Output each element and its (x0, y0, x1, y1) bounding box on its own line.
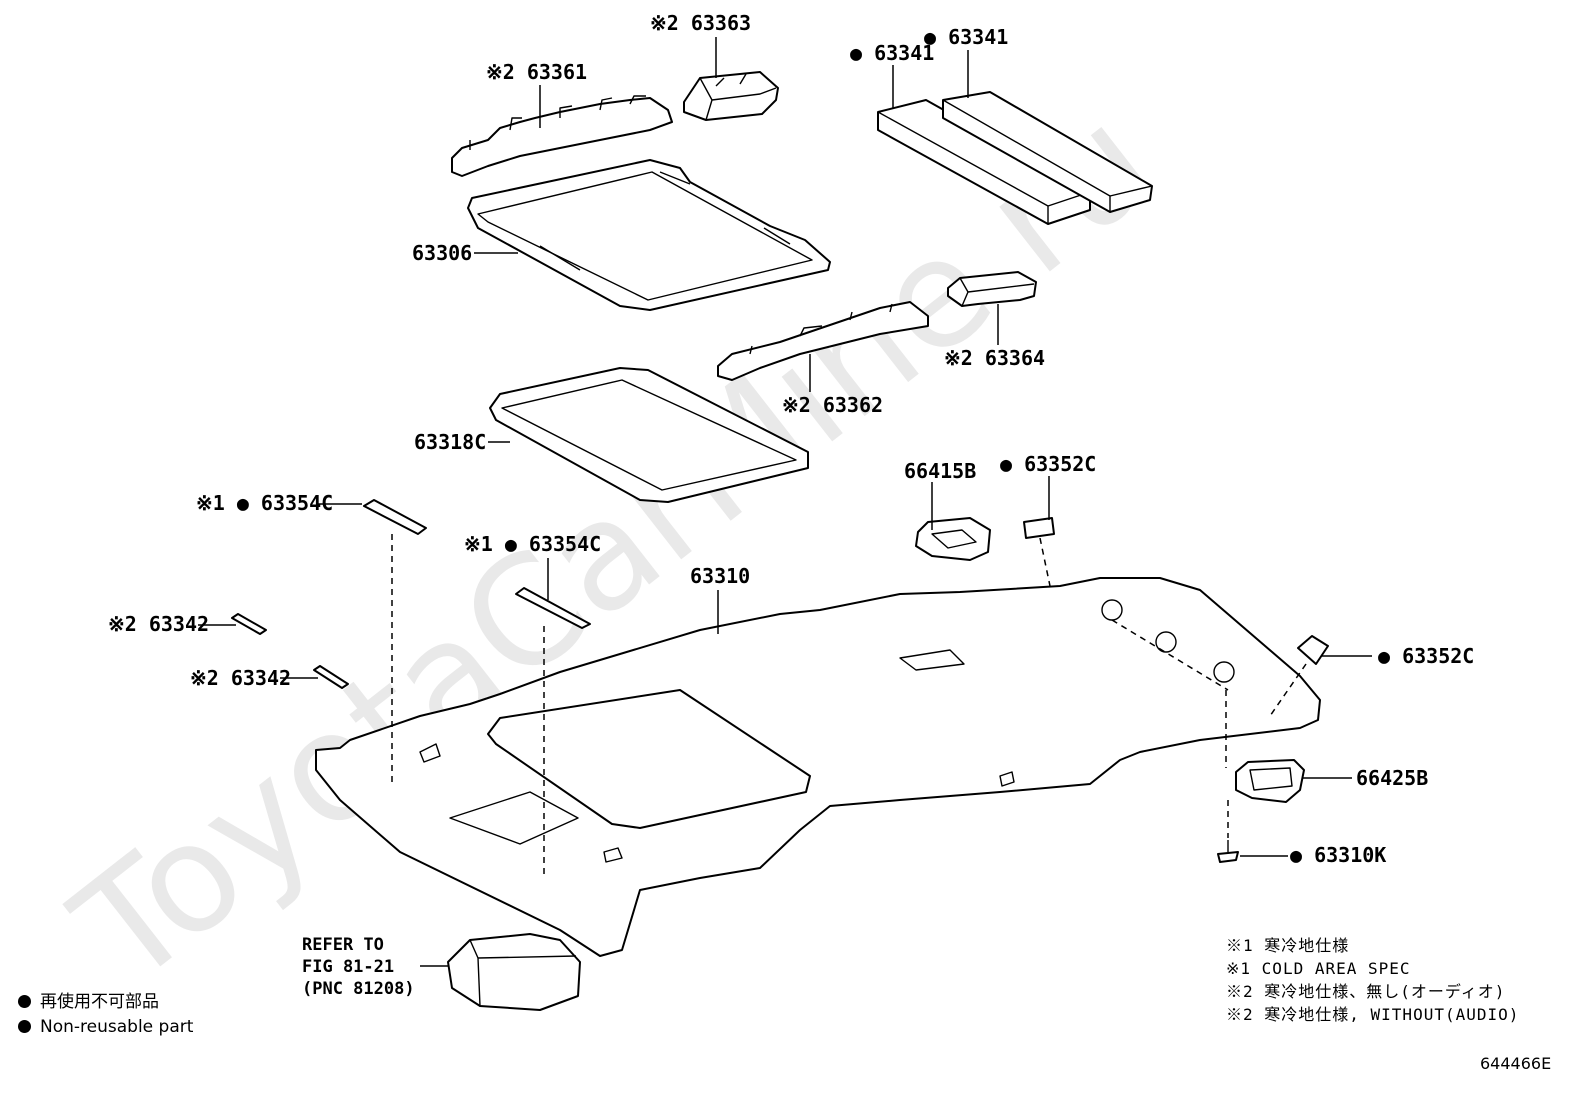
refer-line-2: FIG 81-21 (302, 957, 394, 977)
part-63361-bracket (451, 95, 673, 177)
part-63364-bracket (947, 271, 1037, 307)
label-63318c: 63318C (414, 430, 486, 454)
bullet-icon (18, 995, 31, 1008)
note-line: ※1 寒冷地仕様 (1226, 936, 1350, 955)
figure-id: 644466E (1480, 1054, 1552, 1073)
part-63352c-pad-top (1023, 517, 1055, 539)
label-63361: ※2 63361 (486, 60, 587, 84)
legend-en-text: Non-reusable part (40, 1017, 194, 1037)
label-63310k: ● 63310K (1290, 843, 1386, 867)
refer-line-1: REFER TO (302, 935, 384, 955)
legend-row-en: Non-reusable part (18, 1015, 193, 1040)
label-66415b: 66415B (904, 459, 976, 483)
label-63342-a: ※2 63342 (108, 612, 209, 636)
label-66425b: 66425B (1356, 766, 1428, 790)
label-63306: 63306 (412, 241, 472, 265)
part-63306-sunshade-frame (467, 159, 831, 311)
part-63362-bracket (717, 301, 929, 381)
part-63342-strip-a (231, 613, 267, 635)
leader-lines (198, 37, 1372, 967)
part-63318c-weatherstrip (489, 367, 809, 503)
label-63341-a: ● 63341 (850, 41, 934, 65)
label-63364: ※2 63364 (944, 346, 1045, 370)
label-63341-b: ● 63341 (924, 25, 1008, 49)
part-63310-headliner (315, 577, 1321, 957)
legend-jp-text: 再使用不可部品 (40, 992, 159, 1012)
part-63352c-pad-right (1297, 635, 1329, 665)
label-63354c-mid: ※1 ● 63354C (464, 532, 601, 556)
part-66425b-lamp (1235, 759, 1305, 803)
part-63354c-strip-mid (515, 587, 591, 629)
label-63363: ※2 63363 (650, 11, 751, 35)
label-63352c-top: ● 63352C (1000, 452, 1096, 476)
part-63342-strip-b (313, 665, 349, 689)
part-66415b-lamp (915, 517, 991, 561)
part-63310k-clip (1217, 840, 1239, 863)
note-line: ※1 COLD AREA SPEC (1226, 959, 1411, 978)
part-63363-block (683, 71, 779, 121)
label-63342-b: ※2 63342 (190, 666, 291, 690)
part-map-lamp-reference (447, 933, 581, 1011)
refer-line-3: (PNC 81208) (302, 979, 415, 999)
bullet-icon (18, 1020, 31, 1033)
label-63362: ※2 63362 (782, 393, 883, 417)
legend-row-jp: 再使用不可部品 (18, 990, 193, 1015)
spec-notes: ※1 寒冷地仕様 ※1 COLD AREA SPEC ※2 寒冷地仕様、無し(オ… (1226, 934, 1519, 1026)
label-63354c-left: ※1 ● 63354C (196, 491, 333, 515)
part-63354c-strip-left (363, 499, 427, 535)
legend: 再使用不可部品 Non-reusable part (18, 990, 193, 1040)
part-63341-pads (877, 91, 1153, 225)
label-63352c-right: ● 63352C (1378, 644, 1474, 668)
note-line: ※2 寒冷地仕様、無し(オーディオ) (1226, 982, 1506, 1001)
label-63310: 63310 (690, 564, 750, 588)
note-line: ※2 寒冷地仕様, WITHOUT(AUDIO) (1226, 1005, 1520, 1024)
